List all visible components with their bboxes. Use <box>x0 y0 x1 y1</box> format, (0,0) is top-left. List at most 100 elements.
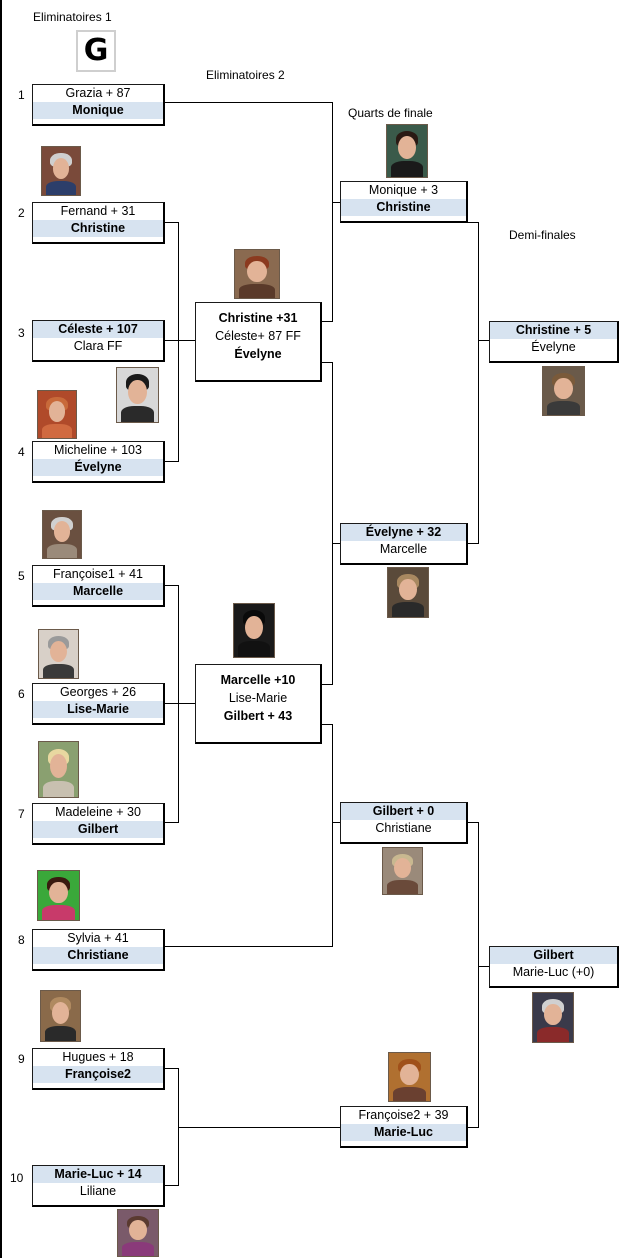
bracket-connector <box>478 222 479 544</box>
player-line: Monique + 3 <box>368 183 439 197</box>
player-photo <box>38 629 79 679</box>
bracket-connector <box>165 1185 179 1186</box>
match-box-sf-2: Gilbert Marie-Luc (+0) <box>489 946 619 988</box>
left-border-line <box>0 0 2 1258</box>
seed-number: 1 <box>18 88 25 102</box>
bracket-connector <box>165 946 333 947</box>
player-line: Marcelle <box>379 542 428 556</box>
winner-line: Lise-Marie <box>33 701 163 718</box>
bracket-connector <box>178 585 179 823</box>
player-photo <box>37 390 77 439</box>
bracket-connector <box>165 340 195 341</box>
bracket-connector <box>165 585 179 586</box>
winner-line: Marcelle +10 <box>220 673 296 687</box>
match-box-r1-6: Georges + 26 Lise-Marie <box>32 683 165 725</box>
seed-number: 4 <box>18 445 25 459</box>
player-line: Sylvia + 41 <box>67 931 129 945</box>
winner-line: Christiane <box>33 947 163 964</box>
player-photo <box>388 1052 431 1102</box>
bracket-connector <box>322 684 333 685</box>
seed-number: 6 <box>18 687 25 701</box>
seed-number: 9 <box>18 1052 25 1066</box>
seed-number: 10 <box>10 1171 24 1185</box>
bracket-connector <box>468 1127 479 1128</box>
winner-line: Christine <box>33 220 163 237</box>
bracket-connector <box>332 202 340 203</box>
winner-line: Évelyne <box>33 459 163 476</box>
bracket-connector <box>165 222 179 223</box>
player-line: Madeleine + 30 <box>55 805 141 819</box>
winner-line: Gilbert <box>33 821 163 838</box>
player-photo <box>387 567 429 618</box>
winner-line: Marcelle <box>33 583 163 600</box>
bracket-connector <box>332 102 333 321</box>
match-box-r1-10: Marie-Luc + 14 Liliane <box>32 1165 165 1207</box>
winner-line: Christine + 5 <box>490 322 617 339</box>
bracket-connector <box>478 822 479 1127</box>
player-line: Georges + 26 <box>59 685 137 699</box>
match-box-r1-8: Sylvia + 41 Christiane <box>32 929 165 971</box>
player-line: Gilbert + 43 <box>223 709 293 723</box>
bracket-connector <box>165 102 332 103</box>
bracket-connector <box>332 543 340 544</box>
winner-line: Christine +31 <box>218 311 298 325</box>
match-box-r2-2: Marcelle +10 Lise-Marie Gilbert + 43 <box>195 664 322 744</box>
player-photo <box>116 367 159 423</box>
winner-line: Marie-Luc <box>341 1124 466 1141</box>
player-line: Françoise2 + 39 <box>358 1108 449 1122</box>
winner-line: Marie-Luc + 14 <box>33 1166 163 1183</box>
match-box-r1-2: Fernand + 31 Christine <box>32 202 165 244</box>
player-line: Marie-Luc (+0) <box>512 965 595 979</box>
player-line: Évelyne <box>234 347 282 361</box>
match-box-r1-9: Hugues + 18 Françoise2 <box>32 1048 165 1090</box>
match-box-qf-3: Gilbert + 0 Christiane <box>340 802 468 844</box>
player-photo <box>382 847 423 895</box>
match-box-sf-1: Christine + 5 Évelyne <box>489 321 619 363</box>
player-photo <box>37 870 80 921</box>
bracket-connector <box>165 822 179 823</box>
bracket-connector <box>165 461 179 462</box>
bracket-connector <box>478 966 489 967</box>
bracket-connector <box>178 1068 179 1185</box>
bracket-connector <box>322 724 333 725</box>
player-photo <box>117 1209 159 1257</box>
player-photo <box>41 146 81 196</box>
g-logo: G <box>76 30 116 72</box>
winner-line: Évelyne + 32 <box>341 524 466 541</box>
match-box-r1-3: Céleste + 107 Clara FF <box>32 320 165 362</box>
header-eliminatoires-1: Eliminatoires 1 <box>33 10 112 24</box>
winner-line: Françoise2 <box>33 1066 163 1083</box>
bracket-connector <box>468 543 479 544</box>
player-photo <box>532 992 574 1043</box>
bracket-connector <box>468 222 479 223</box>
seed-number: 2 <box>18 206 25 220</box>
match-box-r2-1: Christine +31 Céleste+ 87 FF Évelyne <box>195 302 322 382</box>
header-eliminatoires-2: Eliminatoires 2 <box>206 68 285 82</box>
player-photo <box>233 603 275 658</box>
match-box-r1-5: Françoise1 + 41 Marcelle <box>32 565 165 607</box>
bracket-connector <box>332 822 340 823</box>
player-line: Lise-Marie <box>228 691 288 705</box>
winner-line: Monique <box>33 102 163 119</box>
bracket-connector <box>178 1127 340 1128</box>
player-line: Liliane <box>79 1184 117 1198</box>
player-line: Grazia + 87 <box>65 86 131 100</box>
player-photo <box>38 741 79 798</box>
bracket-connector <box>468 822 479 823</box>
player-photo <box>542 366 585 416</box>
player-line: Fernand + 31 <box>60 204 136 218</box>
seed-number: 5 <box>18 569 25 583</box>
bracket-connector <box>178 222 179 461</box>
bracket-connector <box>478 340 489 341</box>
seed-number: 8 <box>18 933 25 947</box>
winner-line: Gilbert + 0 <box>341 803 466 820</box>
bracket-connector <box>165 1068 179 1069</box>
match-box-qf-1: Monique + 3 Christine <box>340 181 468 223</box>
player-line: Hugues + 18 <box>62 1050 134 1064</box>
player-photo <box>40 990 81 1042</box>
player-line: Évelyne <box>531 340 576 354</box>
seed-number: 3 <box>18 326 25 340</box>
bracket-connector <box>165 703 195 704</box>
match-box-qf-2: Évelyne + 32 Marcelle <box>340 523 468 565</box>
player-line: Christiane <box>375 821 432 835</box>
